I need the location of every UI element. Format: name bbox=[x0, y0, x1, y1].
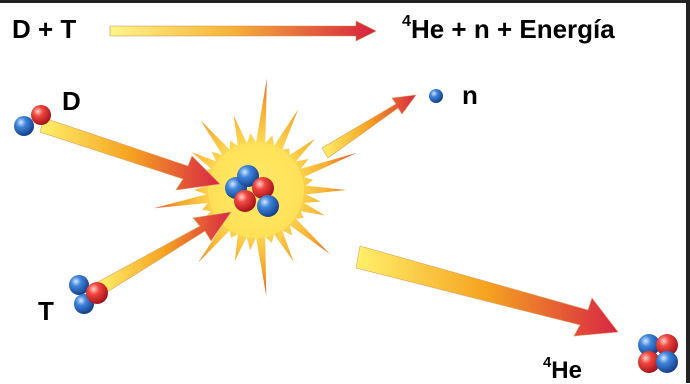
tritium-label: T bbox=[38, 296, 54, 326]
proton-sphere bbox=[252, 177, 274, 199]
equation-products: 4He + n + Energía bbox=[402, 13, 615, 44]
helium-outgoing-arrow bbox=[355, 245, 619, 337]
products-text: He + n + Energía bbox=[410, 14, 615, 44]
top-border bbox=[0, 0, 690, 3]
deuterium-label: D bbox=[62, 86, 81, 116]
equation-arrow bbox=[109, 20, 377, 42]
neutron-sphere bbox=[656, 351, 678, 373]
neutron-label: n bbox=[462, 80, 478, 110]
tritium-nucleus bbox=[69, 275, 108, 314]
helium-symbol: He bbox=[551, 357, 582, 384]
neutron-sphere bbox=[237, 165, 259, 187]
right-border bbox=[686, 0, 690, 383]
deuterium-nucleus bbox=[14, 105, 51, 136]
proton-sphere bbox=[86, 282, 108, 304]
neutron-sphere bbox=[257, 195, 279, 217]
compound-nucleus bbox=[225, 165, 279, 217]
proton-sphere bbox=[234, 190, 256, 212]
proton-sphere bbox=[638, 351, 660, 373]
neutron-sphere bbox=[429, 89, 443, 103]
neutron-sphere bbox=[69, 275, 89, 295]
tritium-incoming-arrow bbox=[97, 211, 232, 295]
proton-sphere bbox=[31, 105, 51, 125]
products-mass-number: 4 bbox=[402, 11, 411, 30]
equation-reactants: D + T bbox=[12, 14, 77, 44]
helium-label: 4He bbox=[543, 355, 582, 384]
neutron-particle bbox=[429, 89, 443, 103]
neutron-outgoing-arrow bbox=[321, 94, 417, 159]
neutron-sphere bbox=[14, 116, 34, 136]
helium-nucleus bbox=[638, 334, 678, 373]
proton-sphere bbox=[656, 334, 678, 356]
neutron-sphere bbox=[638, 334, 660, 356]
helium-mass-number: 4 bbox=[543, 354, 552, 371]
deuterium-incoming-arrow bbox=[39, 117, 221, 191]
